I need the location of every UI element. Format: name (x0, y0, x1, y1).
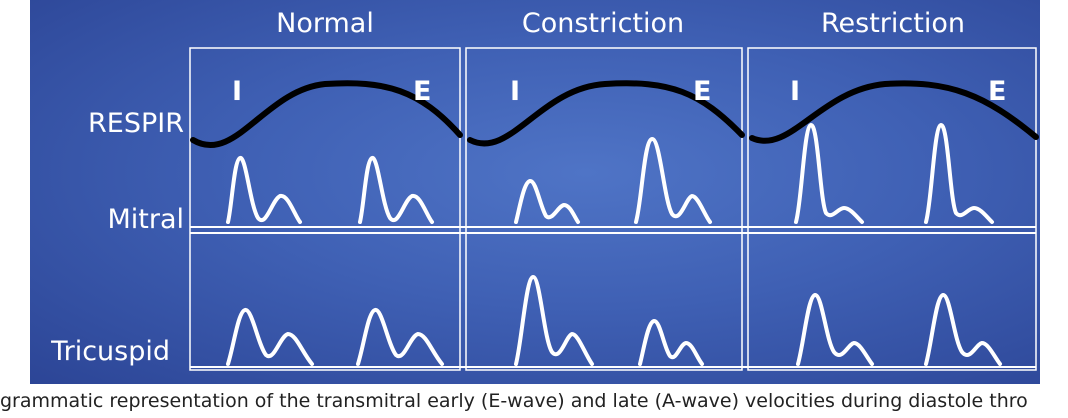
phase-label-expiration-normal: E (413, 76, 432, 107)
mitral-wave-restriction-inspiration (794, 122, 864, 224)
diagram-drawing (189, 47, 1039, 371)
respiration-curve-normal (190, 80, 463, 149)
row-label-respiration: RESPIR (88, 108, 184, 139)
doppler-diagram: Normal Constriction Restriction RESPIR M… (30, 0, 1040, 384)
panel-restriction-frame (747, 47, 1037, 371)
phase-label-expiration-restriction: E (988, 76, 1007, 107)
phase-label-expiration-constriction: E (693, 76, 712, 107)
tricuspid-wave-restriction-expiration (924, 292, 1002, 366)
row-label-tricuspid: Tricuspid (51, 336, 170, 367)
panel-constriction-frame (465, 47, 743, 371)
mitral-wave-constriction-expiration (634, 136, 712, 224)
panel-normal-frame (189, 47, 461, 371)
tricuspid-wave-constriction-inspiration (514, 274, 594, 366)
row-label-mitral: Mitral (107, 204, 184, 235)
respiration-curve-constriction (467, 80, 745, 147)
mitral-wave-restriction-expiration (924, 122, 994, 224)
tricuspid-wave-normal-inspiration (226, 308, 314, 366)
phase-label-inspiration-restriction: I (790, 76, 801, 107)
mitral-wave-normal-expiration (358, 155, 434, 224)
phase-label-inspiration-normal: I (232, 76, 243, 107)
figure-caption: grammatic representation of the transmit… (0, 390, 1028, 412)
mitral-wave-constriction-inspiration (514, 179, 580, 224)
respiration-curve-restriction (749, 80, 1039, 144)
column-header-constriction: Constriction (521, 8, 685, 39)
tricuspid-wave-constriction-expiration (638, 319, 704, 366)
column-header-normal: Normal (276, 8, 374, 39)
column-header-restriction: Restriction (821, 8, 965, 39)
tricuspid-wave-restriction-inspiration (796, 292, 874, 366)
phase-label-inspiration-constriction: I (510, 76, 521, 107)
tricuspid-wave-normal-expiration (356, 308, 444, 366)
mitral-wave-normal-inspiration (226, 155, 302, 224)
